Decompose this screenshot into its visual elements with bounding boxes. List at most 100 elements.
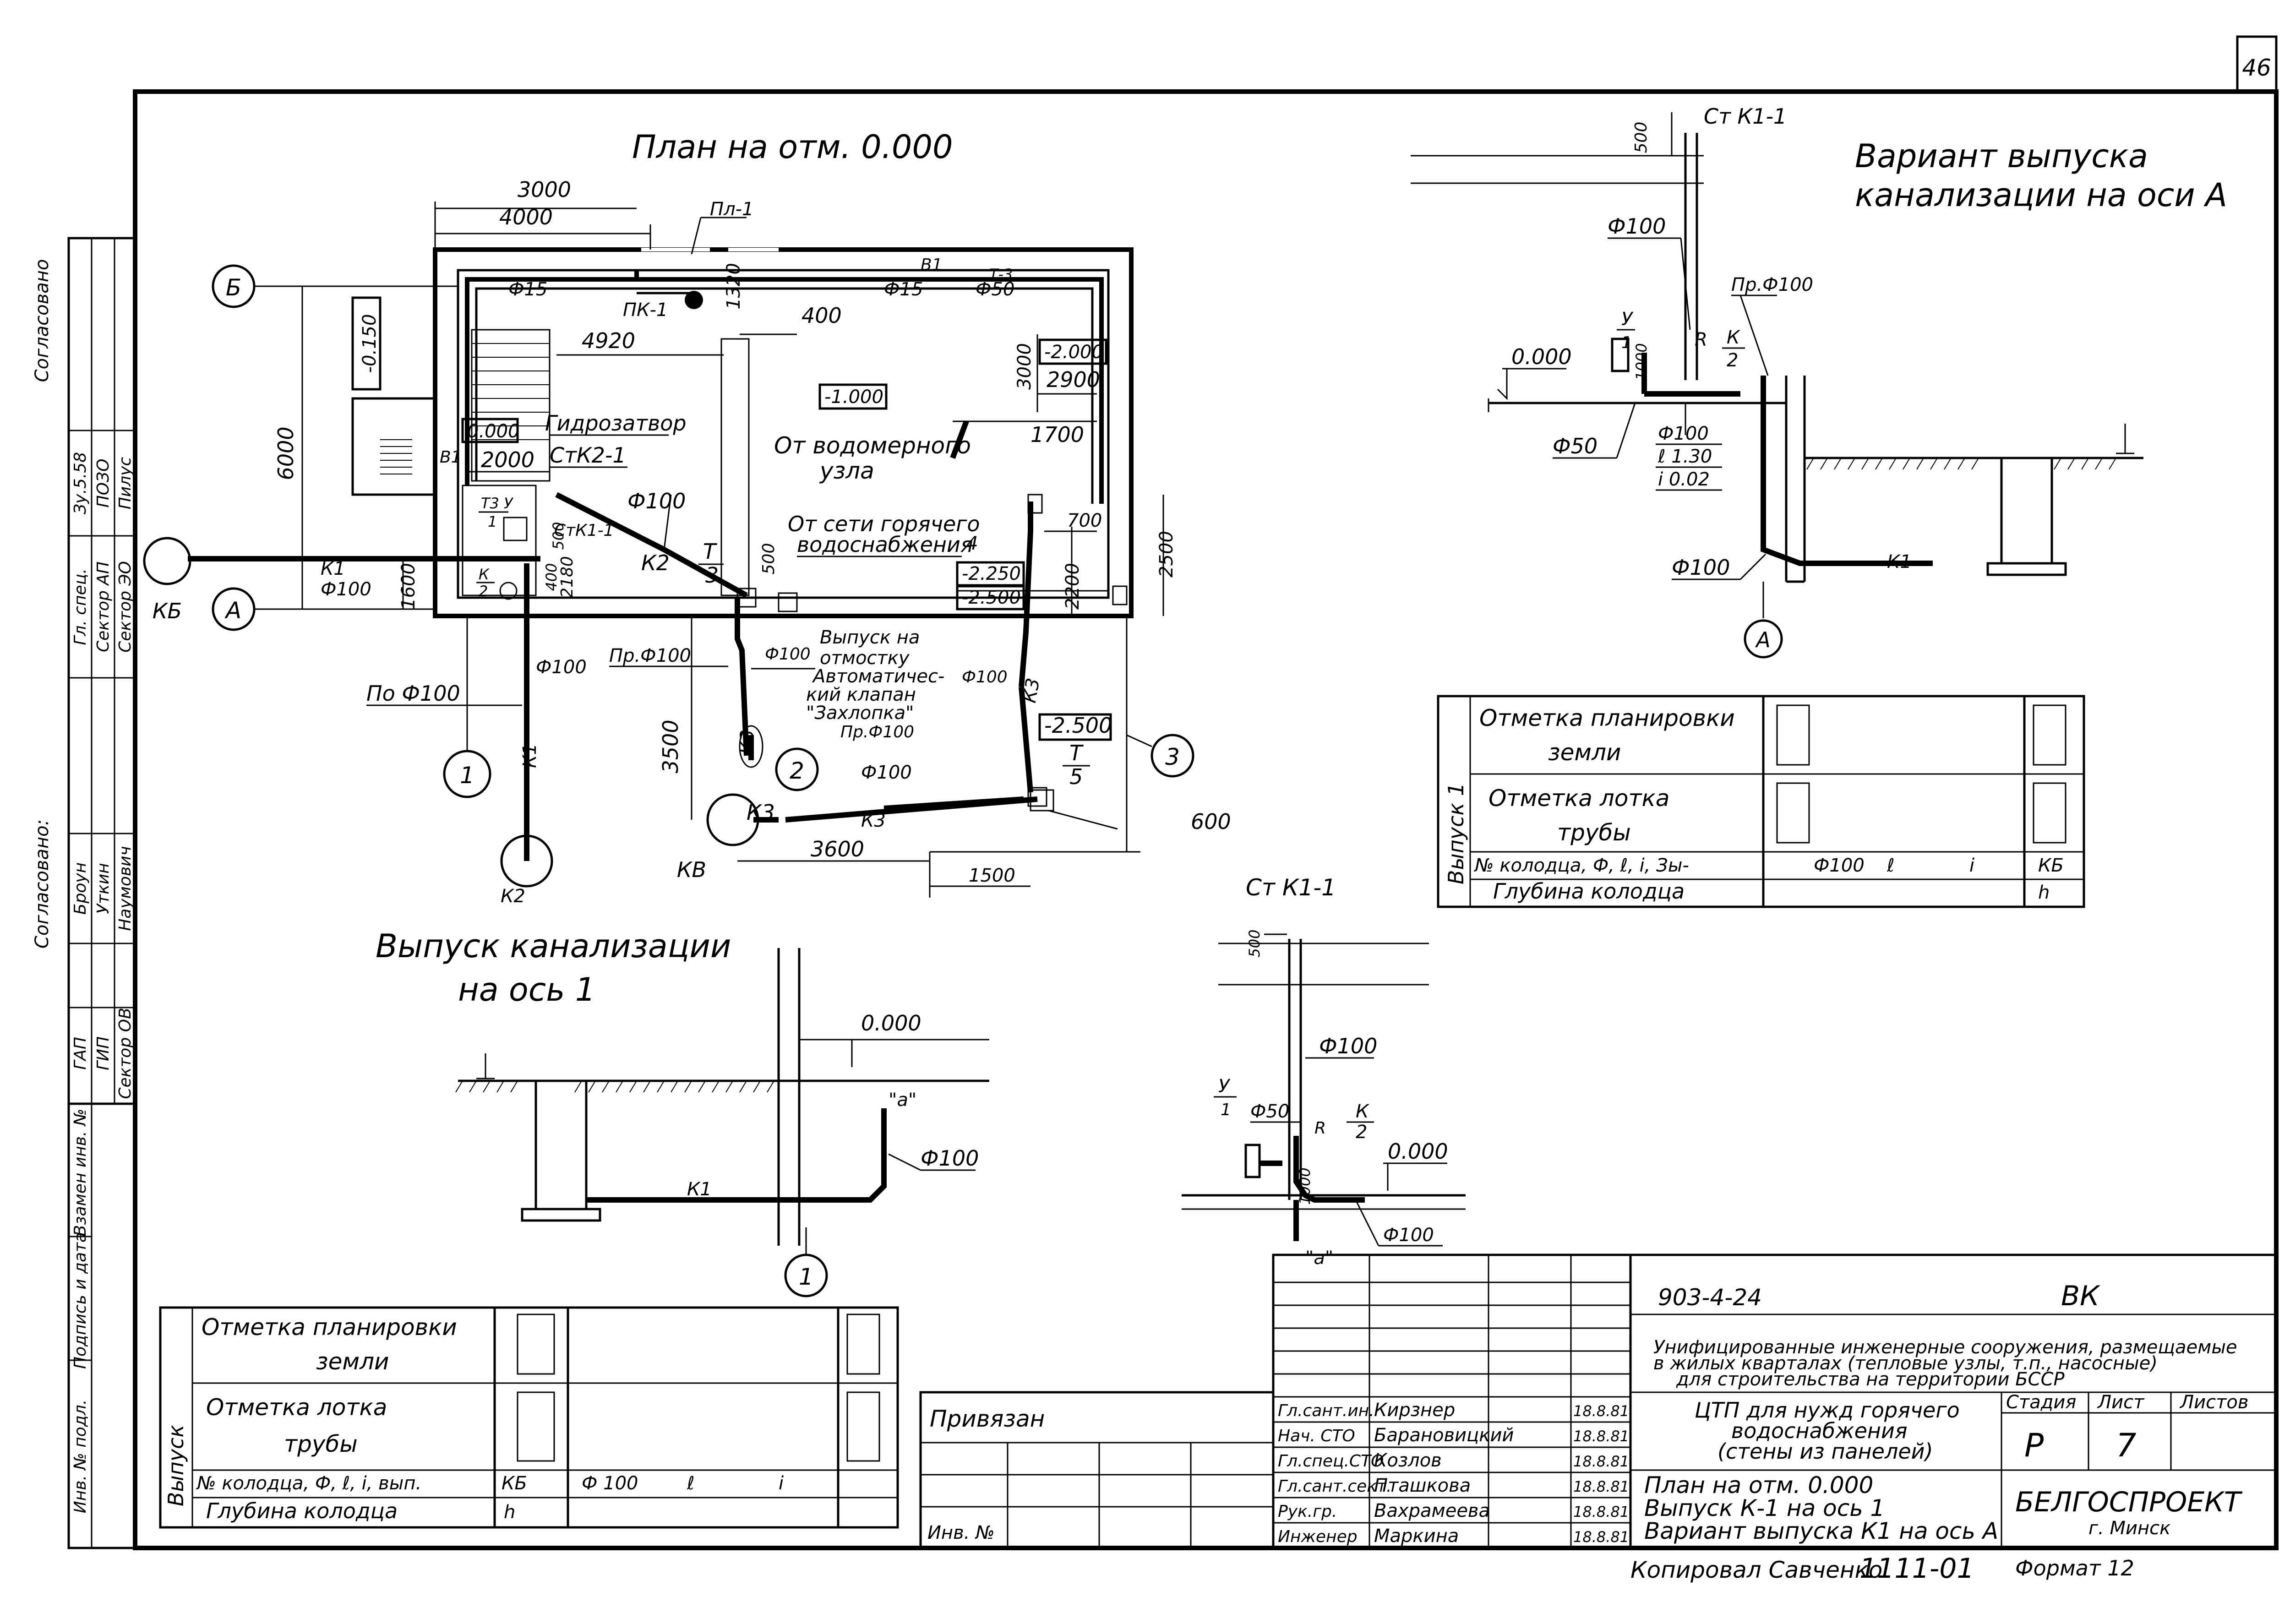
label-k2: К2 xyxy=(641,550,670,575)
well-k2 xyxy=(500,834,553,888)
sheet-number: 46 xyxy=(2242,54,2271,81)
table2-row1b: земли xyxy=(316,1348,389,1375)
title-block: 903-4-24 ВК Унифицированные инженерные с… xyxy=(1272,1253,2278,1549)
stamp-org1: БЕЛГОСПРОЕКТ xyxy=(2015,1486,2243,1518)
stamp-role-3: Гл.сант.сект. xyxy=(1278,1477,1391,1496)
strip-role-gip: ГИП xyxy=(94,1036,113,1070)
variant-pr100: Пр.Ф100 xyxy=(1731,274,1813,295)
strip-sign: Подпись и дата xyxy=(71,1232,90,1369)
privyazan-label: Привязан xyxy=(930,1406,1045,1432)
dim-2500: 2500 xyxy=(1156,531,1177,578)
stk-k-bot: 2 xyxy=(1356,1122,1367,1143)
privyazan-block: Привязан Инв. № xyxy=(919,1391,1275,1549)
dim-400b: 400 xyxy=(543,563,560,591)
dim-1700: 1700 xyxy=(1030,422,1084,447)
stamp-project1: ЦТП для нужд горячего xyxy=(1695,1398,1960,1422)
mark-m1000: -1.000 xyxy=(824,387,883,408)
mark-m2500: -2.500 xyxy=(962,587,1021,608)
outlet1-title-1: Выпуск канализации xyxy=(376,927,731,965)
outlet1-title-2: на ось 1 xyxy=(458,971,595,1008)
label-stk21: СтК2-1 xyxy=(550,443,626,468)
agreed-label-2: Согласовано: xyxy=(32,819,53,948)
left-strip: Согласовано Согласовано: Зу.5.58 ПОЗО Пи… xyxy=(32,237,136,1549)
stamp-role-4: Рук.гр. xyxy=(1278,1502,1337,1521)
dim-3000: 3000 xyxy=(518,177,571,202)
table2-row3: № колодца, Ф, ℓ, i, вып. xyxy=(196,1473,421,1494)
strip-inv: Инв. № подл. xyxy=(71,1400,90,1513)
mark-m2500b: -2.500 xyxy=(1044,713,1112,738)
dim-2900: 2900 xyxy=(1047,367,1100,392)
variant-stk: Ст К1-1 xyxy=(1704,104,1787,129)
stk-d1000: 1000 xyxy=(1296,1167,1314,1204)
table2-row4: Глубина колодца xyxy=(206,1499,398,1523)
label-auto4: Пр.Ф100 xyxy=(840,723,914,741)
label-f100a: Ф100 xyxy=(627,489,686,513)
label-f100e: Ф100 xyxy=(861,762,912,783)
footer-format: Формат 12 xyxy=(2015,1556,2134,1580)
stk-mark: 0.000 xyxy=(1388,1139,1448,1164)
stamp-date-2: 18.8.81 xyxy=(1573,1453,1629,1470)
stamp-name-3: Пташкова xyxy=(1374,1475,1471,1496)
stamp-date-3: 18.8.81 xyxy=(1573,1478,1629,1495)
table1-row2b: трубы xyxy=(1557,819,1631,846)
axis-3-marker xyxy=(1150,734,1194,778)
mark-0000: 0.000 xyxy=(467,421,520,442)
dim-1320: 1320 xyxy=(723,263,744,310)
footer-code: 1111-01 xyxy=(1859,1553,1974,1585)
stamp-name-0: Кирзнер xyxy=(1374,1400,1455,1421)
well-kb-label: КБ xyxy=(153,599,182,623)
strip-name-6: Сектор ОВ xyxy=(116,1008,135,1099)
footer-copied: Копировал Савченко xyxy=(1630,1557,1882,1583)
label-auto3: "Захлопка" xyxy=(806,703,914,724)
label-stk11: СтК1-1 xyxy=(554,521,614,540)
dim-1500: 1500 xyxy=(969,865,1015,886)
label-pl1: Пл-1 xyxy=(710,199,754,220)
label-t3: Т-3 xyxy=(989,266,1013,283)
sheet-number-box xyxy=(2236,35,2278,93)
label-pk1: ПК-1 xyxy=(623,300,668,321)
plan-view: План на отм. 0.000 xyxy=(143,128,1231,907)
variant-k-top: К xyxy=(1727,327,1740,348)
stamp-project2: водоснабжения xyxy=(1731,1418,1908,1443)
table2-row2a: Отметка лотка xyxy=(206,1394,387,1421)
dim-700: 700 xyxy=(1067,510,1102,531)
axis-2-marker xyxy=(775,747,819,791)
mark-m2000: -2.000 xyxy=(1044,342,1103,363)
variant-section: Вариант выпуска канализации на оси А Ст … xyxy=(1411,104,2227,659)
stamp-role-1: Нач. СТО xyxy=(1278,1427,1355,1445)
stamp-name-4: Вахрамеева xyxy=(1374,1500,1490,1521)
label-k2frac-top: К xyxy=(479,566,490,583)
label-f100-k3: Ф100 xyxy=(962,668,1008,687)
table1-kb: КБ xyxy=(2038,855,2064,876)
variant-k-bot: 2 xyxy=(1727,350,1738,371)
table1-row1b: земли xyxy=(1548,739,1621,766)
plan-stair xyxy=(471,329,551,482)
well-kb xyxy=(143,537,191,585)
dim-400: 400 xyxy=(802,303,842,328)
dim-3500: 3500 xyxy=(658,719,683,773)
dim-3000b: 3000 xyxy=(1014,343,1035,390)
axis-a-label: А xyxy=(224,597,241,624)
table2-row2b: трубы xyxy=(284,1431,358,1457)
table1-side: Выпуск 1 xyxy=(1444,783,1468,884)
stamp-date-5: 18.8.81 xyxy=(1573,1528,1629,1546)
label-f50: Ф50 xyxy=(976,279,1014,300)
label-k1: К1 xyxy=(321,558,345,579)
table2-l: ℓ xyxy=(687,1473,695,1494)
variant-title-1: Вариант выпуска xyxy=(1855,137,2148,175)
label-from-water2: узла xyxy=(819,458,874,484)
table1-row3: № колодца, Ф, ℓ, i, Зы- xyxy=(1474,855,1689,876)
dim-1600: 1600 xyxy=(398,563,419,610)
stamp-date-1: 18.8.81 xyxy=(1573,1428,1629,1445)
outlet1-axis: 1 xyxy=(799,1264,813,1290)
mark-m0150: -0.150 xyxy=(359,314,380,373)
label-outlet: Выпуск на xyxy=(820,627,920,648)
dim-6000: 6000 xyxy=(273,426,298,480)
variant-axis-a: А xyxy=(1755,627,1770,652)
label-hydro: Гидрозатвор xyxy=(545,411,687,436)
table2-i: i xyxy=(779,1473,784,1494)
stamp-org2: г. Минск xyxy=(2088,1518,2170,1539)
stamp-stage-h: Стадия xyxy=(2006,1392,2076,1413)
